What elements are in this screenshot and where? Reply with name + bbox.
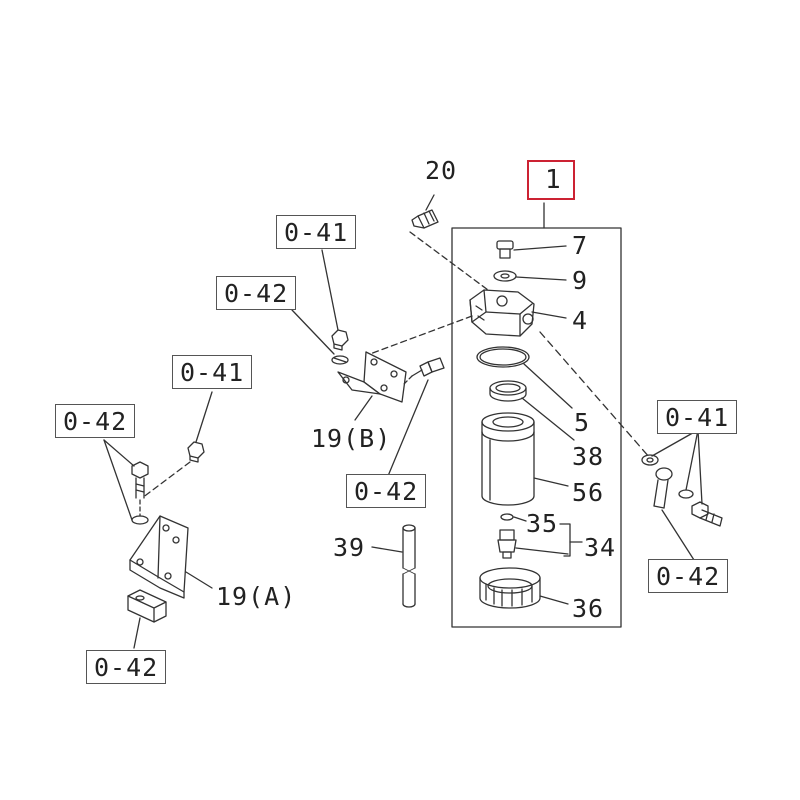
ref-box-bottom-042[interactable]: 0-42	[86, 650, 167, 684]
leader-34	[515, 547, 569, 555]
ref-box-upper-042[interactable]: 0-42	[216, 276, 297, 310]
ref-box-left-041[interactable]: 0-41	[172, 355, 253, 389]
leader-r6a	[651, 429, 699, 457]
leader-r2	[291, 309, 335, 355]
part-label-39[interactable]: 39	[333, 533, 366, 562]
assembly-number-box[interactable]: 1	[527, 160, 575, 200]
leader-r5b	[103, 439, 135, 467]
ref-box-left-042[interactable]: 0-42	[55, 404, 136, 438]
ref-box-upper-041[interactable]: 0-41	[276, 215, 357, 249]
spacer-block-icon	[127, 589, 167, 623]
leader-36	[539, 595, 569, 605]
dash-head-bracket	[369, 315, 473, 355]
bolt-left-icon	[131, 461, 149, 499]
banjo-bolt-20-icon	[411, 209, 439, 229]
nut-left-icon	[187, 441, 205, 463]
leader-56	[533, 477, 569, 487]
leader-9	[515, 276, 567, 281]
ring-35-icon	[500, 513, 514, 521]
leader-r7	[661, 509, 695, 561]
ref-box-right-042[interactable]: 0-42	[648, 559, 729, 593]
dash-20	[409, 231, 489, 291]
part-label-19b[interactable]: 19(B)	[311, 424, 392, 453]
washer-right-upper-icon	[641, 454, 659, 466]
leader-r6b	[685, 429, 699, 491]
part-label-36[interactable]: 36	[572, 594, 605, 623]
part-label-7[interactable]: 7	[572, 231, 589, 260]
leader-r3	[195, 391, 213, 443]
washer-upper-icon	[331, 355, 349, 365]
bracket-19a-icon	[129, 515, 189, 599]
leader-r4	[387, 379, 429, 477]
nut-upper-icon	[331, 329, 349, 351]
dash-head-right	[539, 331, 651, 459]
filter-head-4-icon	[469, 289, 535, 337]
bolt-center-icon	[411, 357, 445, 377]
part-label-35[interactable]: 35	[526, 509, 559, 538]
part-label-20[interactable]: 20	[425, 156, 458, 185]
bracket-34-35	[559, 523, 571, 557]
o-ring-5-icon	[476, 346, 530, 368]
leader-5	[523, 363, 573, 409]
leader-20	[425, 194, 435, 211]
leader-35	[513, 516, 527, 522]
washer-9-icon	[493, 270, 517, 282]
leader-4	[531, 311, 567, 319]
filter-element-56-icon	[481, 412, 535, 506]
leader-7	[513, 245, 567, 251]
washer-right-lower-icon	[678, 489, 694, 499]
ref-box-right-041[interactable]: 0-41	[657, 400, 738, 434]
assembly-frame	[451, 227, 622, 628]
leader-19b	[354, 395, 373, 421]
plug-7-icon	[496, 240, 514, 259]
bolt-right-icon	[691, 501, 723, 527]
part-label-56[interactable]: 56	[572, 478, 605, 507]
part-label-34[interactable]: 34	[584, 533, 617, 562]
dash-left-nut	[141, 461, 191, 499]
seal-38-icon	[489, 380, 527, 402]
leader-19a	[185, 571, 213, 589]
leader-r6c	[697, 429, 703, 505]
dash-center-bolt	[403, 375, 413, 385]
leader-r1	[321, 249, 339, 331]
part-label-4[interactable]: 4	[572, 306, 589, 335]
washer-left-icon	[131, 515, 149, 525]
part-label-38[interactable]: 38	[572, 442, 605, 471]
part-label-9[interactable]: 9	[572, 266, 589, 295]
drain-plug-34-icon	[497, 529, 517, 559]
hose-39-icon	[402, 524, 416, 608]
leader-39	[371, 546, 403, 553]
part-label-19a[interactable]: 19(A)	[216, 582, 297, 611]
part-label-5[interactable]: 5	[574, 408, 591, 437]
retaining-ring-36-icon	[479, 567, 541, 609]
banjo-fitting-right-icon	[653, 467, 673, 509]
leader-38	[521, 397, 575, 441]
leader-r5a	[103, 439, 133, 521]
leader-r8	[133, 617, 141, 649]
ref-box-center-042[interactable]: 0-42	[346, 474, 427, 508]
bracket-19b-icon	[337, 351, 407, 403]
